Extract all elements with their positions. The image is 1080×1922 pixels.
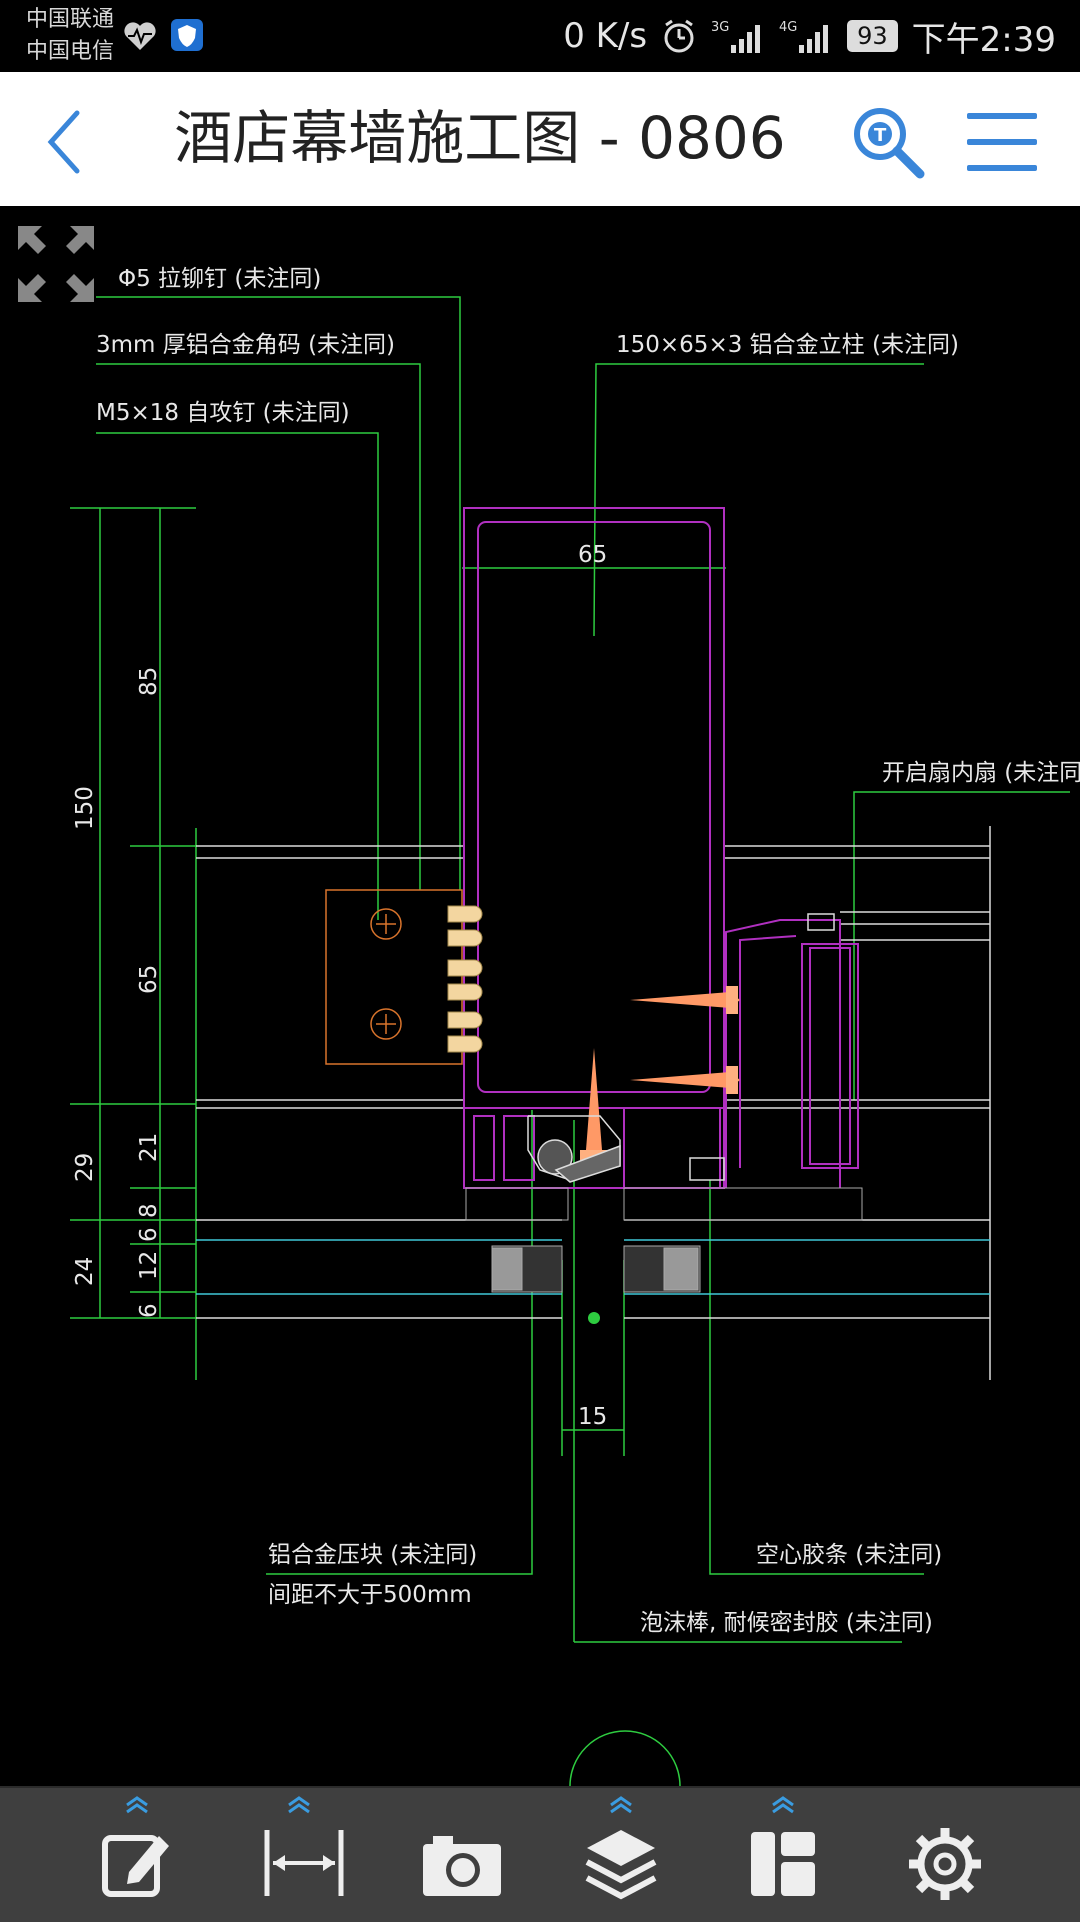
chevron-up-icon bbox=[288, 1796, 310, 1814]
page-title: 酒店幕墙施工图 - 0806 bbox=[174, 104, 786, 172]
net-speed: 0 K/s bbox=[563, 16, 648, 56]
dim-6a: 6 bbox=[136, 1227, 162, 1242]
mullion-profile bbox=[463, 507, 859, 1189]
foam-rod-label: 泡沫棒, 耐候密封胶 (未注同) bbox=[640, 1610, 933, 1636]
layout-button[interactable] bbox=[728, 1788, 838, 1922]
pressure-block-spacing-label: 间距不大于500mm bbox=[268, 1582, 472, 1608]
angle-bracket bbox=[325, 889, 463, 1065]
settings-icon bbox=[909, 1828, 981, 1900]
dim-width-65: 65 bbox=[578, 542, 607, 568]
layers-icon bbox=[585, 1830, 657, 1900]
hollow-strip-label: 空心胶条 (未注同) bbox=[756, 1542, 942, 1568]
dim-29: 29 bbox=[72, 1153, 98, 1182]
alarm-clock-icon bbox=[664, 19, 694, 53]
layers-button[interactable] bbox=[566, 1788, 676, 1922]
edit-note-button[interactable] bbox=[82, 1788, 192, 1922]
clock: 下午2:39 bbox=[911, 19, 1056, 60]
dim-gap-15: 15 bbox=[578, 1404, 607, 1430]
chevron-up-icon bbox=[772, 1796, 794, 1814]
camera-icon bbox=[423, 1836, 501, 1896]
svg-text:4G: 4G bbox=[779, 20, 797, 35]
dim-upper-85: 85 bbox=[136, 667, 162, 696]
screw-label: M5×18 自攻钉 (未注同) bbox=[96, 400, 350, 426]
svg-text:T: T bbox=[874, 125, 887, 146]
hamburger-menu-icon bbox=[967, 113, 1037, 171]
detail-marker bbox=[569, 1730, 681, 1787]
sealant-center-mark bbox=[588, 1312, 600, 1324]
status-bar: 中国联通 中国电信 0 K/s 3G 4G 93 下午2:39 bbox=[0, 0, 1080, 72]
health-heart-icon bbox=[124, 22, 156, 50]
leader-lines bbox=[70, 296, 1070, 1643]
edit-note-icon bbox=[102, 1835, 169, 1897]
chevron-up-icon bbox=[610, 1796, 632, 1814]
dim-total-150: 150 bbox=[72, 786, 98, 830]
rivet-label: Φ5 拉铆钉 (未注同) bbox=[118, 266, 321, 292]
dim-12: 12 bbox=[136, 1251, 162, 1280]
inner-sash-label: 开启扇内扇 (未注同) bbox=[882, 760, 1080, 786]
self-tapping-screws bbox=[580, 986, 740, 1160]
measure-button[interactable] bbox=[244, 1788, 354, 1922]
svg-text:3G: 3G bbox=[711, 20, 729, 35]
text-search-icon: T bbox=[854, 108, 925, 179]
carrier-2: 中国电信 bbox=[26, 39, 115, 64]
bottom-toolbar bbox=[0, 1786, 1080, 1922]
chevron-up-icon bbox=[126, 1796, 148, 1814]
glass-edges bbox=[196, 1239, 990, 1295]
pressure-block-label: 铝合金压块 (未注同) bbox=[268, 1542, 477, 1568]
layout-icon bbox=[751, 1832, 815, 1896]
carrier-1: 中国联通 bbox=[26, 7, 115, 32]
cad-drawing[interactable]: Φ5 拉铆钉 (未注同) 3mm 厚铝合金角码 (未注同) M5×18 自攻钉 … bbox=[0, 206, 1080, 1787]
mullion-label: 150×65×3 铝合金立柱 (未注同) bbox=[616, 332, 959, 358]
cad-drawing-canvas[interactable]: Φ5 拉铆钉 (未注同) 3mm 厚铝合金角码 (未注同) M5×18 自攻钉 … bbox=[0, 206, 1080, 1787]
fullscreen-icon[interactable] bbox=[16, 224, 96, 304]
camera-button[interactable] bbox=[404, 1788, 514, 1922]
dim-6b: 6 bbox=[136, 1303, 162, 1318]
angle-bracket-label: 3mm 厚铝合金角码 (未注同) bbox=[96, 332, 395, 358]
battery-indicator: 93 bbox=[847, 20, 898, 52]
signal-4g-icon: 4G bbox=[779, 20, 829, 53]
chevron-left-icon bbox=[47, 110, 80, 174]
spacers bbox=[465, 1187, 863, 1293]
pressure-block bbox=[527, 913, 835, 1183]
text-search-button[interactable]: T bbox=[848, 102, 928, 182]
signal-3g-icon: 3G bbox=[711, 20, 761, 53]
dim-21: 21 bbox=[136, 1133, 162, 1162]
title-bar: 酒店幕墙施工图 - 0806 T bbox=[0, 72, 1080, 206]
settings-button[interactable] bbox=[890, 1788, 1000, 1922]
dim-24: 24 bbox=[72, 1257, 98, 1286]
dim-lower-65: 65 bbox=[136, 965, 162, 994]
dim-8: 8 bbox=[136, 1203, 162, 1218]
shield-app-icon bbox=[171, 19, 203, 51]
menu-button[interactable] bbox=[962, 102, 1042, 182]
measure-icon bbox=[264, 1830, 344, 1896]
rivets bbox=[447, 905, 483, 1053]
back-button[interactable] bbox=[24, 102, 104, 182]
